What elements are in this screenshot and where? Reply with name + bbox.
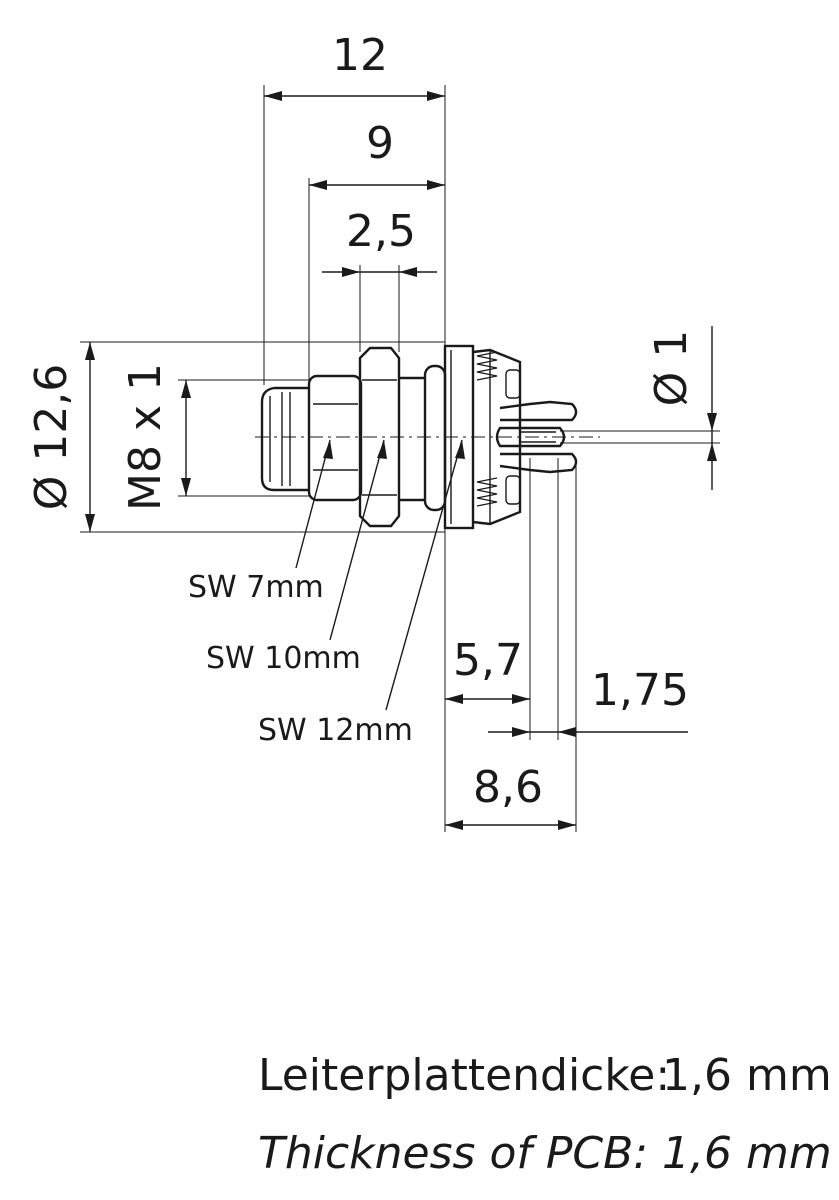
pcb-thickness-value-de: 1,6 mm bbox=[662, 1050, 832, 1101]
leader-sw7: SW 7mm bbox=[188, 439, 333, 605]
dimension-9-text: 9 bbox=[366, 118, 394, 169]
pcb-thickness-label-en: Thickness of PCB: bbox=[258, 1128, 649, 1179]
dimension-2-5-text: 2,5 bbox=[346, 206, 416, 257]
leader-sw12: SW 12mm bbox=[258, 439, 465, 748]
dimension-9: 9 bbox=[309, 118, 445, 190]
dimension-diameter-1: Ø 1 bbox=[560, 326, 720, 490]
dimension-8-6: 8,6 bbox=[445, 762, 576, 830]
dimension-5-7: 5,7 bbox=[445, 635, 530, 704]
dimension-thread-m8-text: M8 x 1 bbox=[120, 363, 171, 511]
dimension-diameter-12-6-text: Ø 12,6 bbox=[26, 364, 77, 511]
dimension-5-7-text: 5,7 bbox=[453, 635, 523, 686]
dimension-diameter-12-6: Ø 12,6 bbox=[26, 341, 445, 533]
dimension-12-text: 12 bbox=[332, 30, 388, 81]
dimension-2-5: 2,5 bbox=[322, 206, 437, 277]
extension-lines-top bbox=[263, 85, 446, 385]
label-sw10: SW 10mm bbox=[206, 641, 361, 676]
pcb-thickness-value-en: 1,6 mm bbox=[662, 1128, 832, 1179]
pcb-thickness-label-de: Leiterplattendicke: bbox=[258, 1050, 671, 1101]
label-sw7: SW 7mm bbox=[188, 570, 324, 605]
dimension-12: 12 bbox=[264, 30, 445, 101]
dimension-1-75: 1,75 bbox=[488, 665, 689, 737]
extension-lines-bottom bbox=[444, 458, 577, 832]
dimension-1-75-text: 1,75 bbox=[591, 665, 689, 716]
leader-sw10: SW 10mm bbox=[206, 439, 387, 676]
dimension-thread-m8: M8 x 1 bbox=[120, 363, 310, 511]
label-sw12: SW 12mm bbox=[258, 713, 413, 748]
dimension-8-6-text: 8,6 bbox=[473, 762, 543, 813]
dimension-diameter-1-text: Ø 1 bbox=[646, 330, 697, 407]
